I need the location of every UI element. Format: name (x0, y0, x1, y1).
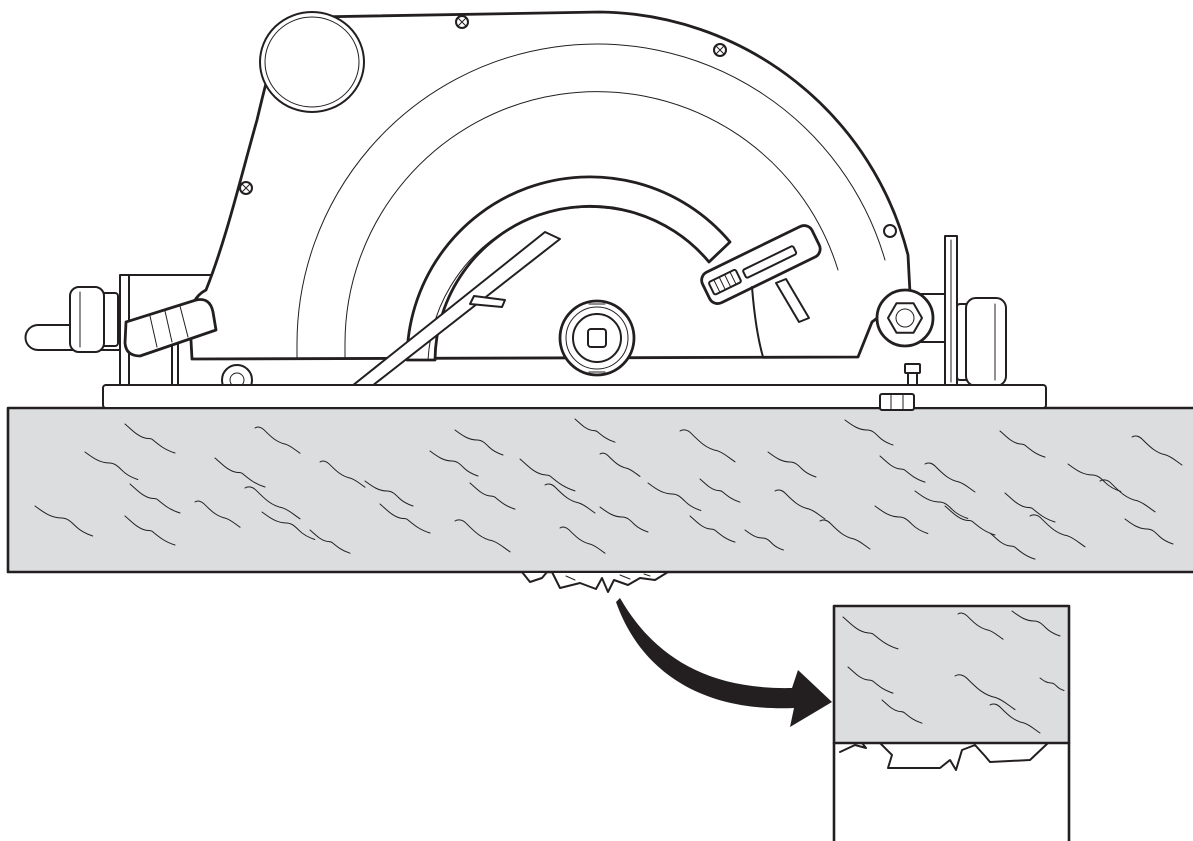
inset-board-face (834, 607, 1069, 743)
wood-grain-line (680, 430, 735, 462)
wood-grain-line (648, 483, 701, 511)
wood-grain-line (262, 512, 315, 540)
wood-grain-line (455, 520, 510, 552)
wood-grain-line (945, 506, 995, 535)
right-knob (965, 297, 1007, 387)
wood-grain-line (1132, 436, 1182, 465)
wood-grain-line (125, 424, 175, 453)
wood-grain-line (195, 501, 240, 527)
wood-grain-line (880, 456, 925, 482)
wood-grain-line (1030, 515, 1085, 547)
wood-grain-line (545, 484, 595, 513)
wood-grain-line (990, 704, 1040, 733)
housing-port-circle (259, 11, 365, 113)
wood-grain-line (690, 516, 735, 542)
wood-board (6, 406, 1193, 574)
strain-relief-ribs (149, 305, 189, 348)
housing-screw (239, 181, 253, 195)
wood-grain-line (745, 530, 783, 550)
bracket-serration (708, 268, 742, 296)
wood-grain-line (130, 484, 180, 513)
depth-bolt-head-icon (904, 363, 921, 374)
blade-arbor (558, 299, 636, 377)
wood-grain-line (775, 490, 825, 519)
wood-grain-line (875, 506, 928, 534)
hex-bolt-icon (887, 302, 923, 334)
nut-detail (890, 393, 904, 411)
lower-blade-guard (405, 175, 732, 362)
inset-frame (832, 604, 1071, 841)
cable-strain-relief (123, 298, 218, 358)
circular-saw (24, 10, 1047, 411)
left-support-bracket (171, 343, 179, 387)
wood-grain-line (958, 613, 1003, 639)
wood-grain-line (215, 458, 265, 487)
wood-grain-line (990, 533, 1035, 559)
riving-knife-bracket (700, 224, 822, 305)
wood-grain-line (245, 487, 300, 519)
wood-grain-line (310, 530, 350, 553)
wood-grain-line (1040, 678, 1064, 691)
wood-grain-line (455, 430, 503, 455)
blade-teeth-outline (521, 571, 548, 583)
guard-lever-tab (469, 295, 506, 308)
wood-grain-line (1068, 464, 1121, 492)
guard-inner-arc-outer (296, 43, 886, 359)
right-bracket-boss (875, 288, 935, 348)
wood-grain-line (560, 527, 605, 553)
wood-grain-line (85, 452, 138, 480)
wood-grain-line (380, 504, 430, 533)
wood-grain-line (470, 483, 515, 509)
base-plate (102, 384, 1047, 409)
lower-guard-edge-line (427, 206, 691, 361)
wood-grain-line (320, 461, 365, 487)
wood-grain-line (882, 700, 922, 723)
wood-grain-line (848, 667, 893, 693)
zoom-arrow-icon (616, 598, 832, 727)
wood-grain-line (925, 463, 975, 492)
detail-inset (832, 604, 1071, 841)
wood-grain-line (1000, 431, 1045, 457)
blade-teeth-detail (565, 573, 651, 581)
guard-inner-arc-inner (344, 91, 839, 359)
wood-grain-line (430, 451, 478, 476)
wood-grain-line (1125, 519, 1173, 544)
wood-grain-line (575, 419, 615, 442)
wood-grain-line (365, 481, 413, 506)
wood-grain-line (843, 617, 898, 649)
wood-grain-line (700, 479, 740, 502)
wood-grain-line (820, 520, 870, 549)
wood-grain-line (520, 459, 575, 491)
board-grain (35, 419, 1182, 559)
wood-grain-line (768, 452, 816, 477)
housing-port-inner-circle (264, 16, 360, 108)
lower-guard-slot (775, 278, 810, 323)
inset-blade-teeth (839, 742, 1049, 771)
lower-guard-tail (751, 286, 764, 358)
wood-grain-line (1100, 480, 1155, 512)
hex-bolt-center (895, 308, 915, 328)
blade-teeth-below-board (521, 571, 669, 593)
wood-grain-line (35, 506, 93, 536)
arbor-bolt-icon (587, 328, 607, 348)
wood-grain-line (1012, 611, 1060, 636)
wood-grain-line (600, 507, 648, 532)
wood-grain-line (125, 516, 175, 545)
wood-grain-line (955, 675, 1015, 710)
base-plate-nut-icon (879, 393, 915, 411)
blade-teeth-outline (551, 571, 669, 593)
wood-grain-line (845, 420, 893, 445)
bracket-slot (742, 245, 798, 279)
left-knob (69, 286, 105, 353)
wood-grain-line (915, 491, 968, 519)
wood-grain-line (1005, 493, 1055, 522)
wood-grain-line (255, 427, 300, 453)
housing-hole (883, 224, 897, 238)
wood-grain-line (600, 453, 640, 476)
housing-screw (713, 43, 727, 57)
board-face (8, 408, 1193, 572)
inset-board-grain (843, 611, 1064, 733)
housing-screw (455, 15, 469, 29)
